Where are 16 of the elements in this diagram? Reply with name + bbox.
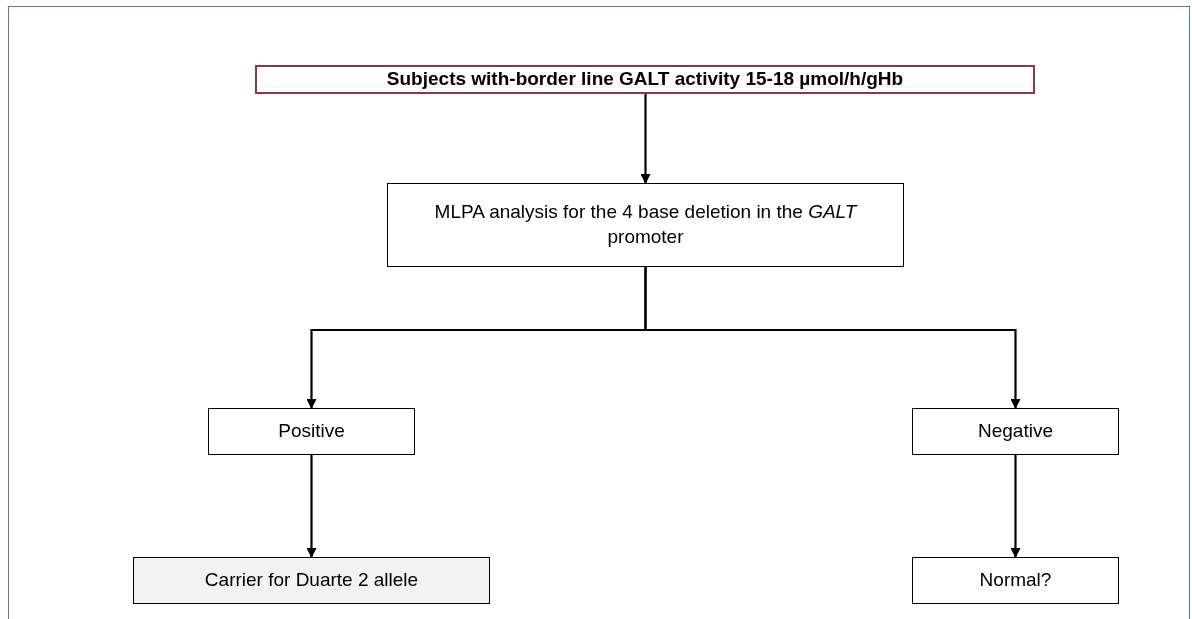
- arrow: [644, 267, 1021, 409]
- arrow: [1010, 455, 1021, 558]
- box-text: MLPA analysis for the 4 base deletion in the GALT promoter: [433, 200, 859, 249]
- arrow: [306, 455, 317, 558]
- box-text: Subjects with-border line GALT activity 15-18 µmol/h/gHb: [386, 67, 904, 92]
- box-text: Negative: [978, 419, 1053, 444]
- process-box: [133, 557, 490, 604]
- box-text: Positive: [278, 419, 345, 444]
- process-box: [208, 408, 415, 455]
- box-text: Normal?: [979, 568, 1052, 593]
- box-text: Carrier for Duarte 2 allele: [204, 568, 419, 593]
- process-box: [387, 183, 904, 267]
- process-box: [912, 408, 1119, 455]
- arrow: [640, 94, 651, 184]
- start-box: [255, 65, 1035, 94]
- process-box: [912, 557, 1119, 604]
